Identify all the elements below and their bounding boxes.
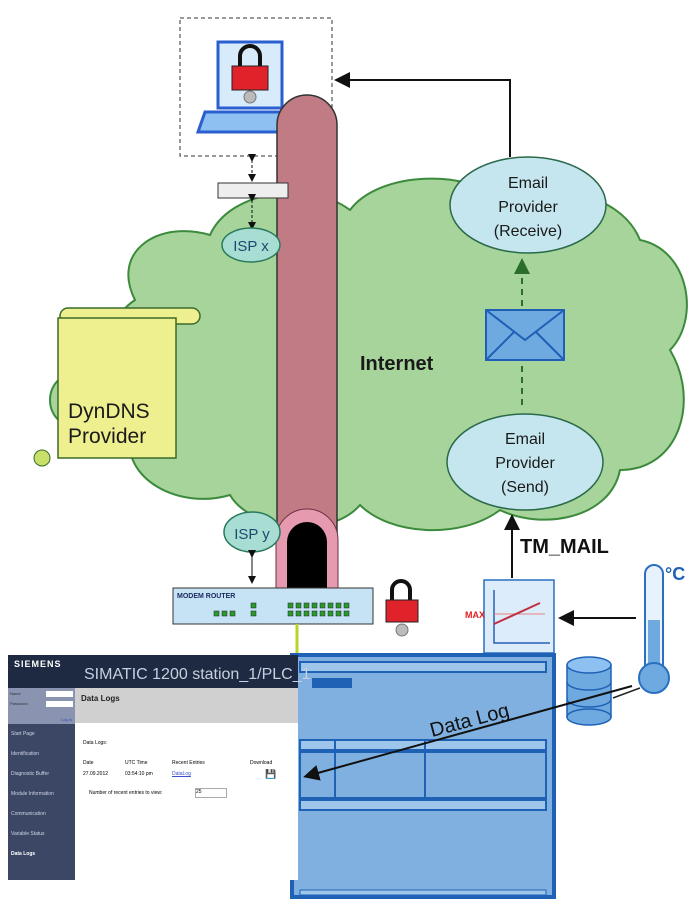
nav-item-variable-status[interactable]: Variable Status bbox=[11, 831, 45, 837]
password-input[interactable] bbox=[46, 701, 73, 707]
plc-device bbox=[290, 653, 556, 899]
email-send-line3: (Send) bbox=[501, 479, 549, 496]
password-label: Password bbox=[10, 701, 28, 706]
tm-mail-label: TM_MAIL bbox=[520, 536, 609, 558]
webui-nav: Start Page Identification Diagnostic Buf… bbox=[8, 724, 75, 864]
col-header-date: Date bbox=[83, 760, 94, 766]
download-icon[interactable]: 💾 bbox=[265, 769, 277, 779]
isp-y-label: ISP y bbox=[234, 526, 270, 543]
nav-item-start-page[interactable]: Start Page bbox=[11, 731, 35, 737]
vpn-tunnel bbox=[276, 94, 338, 591]
recent-entries-input[interactable]: 25 bbox=[195, 788, 227, 798]
email-send-line1: Email bbox=[505, 431, 545, 448]
recent-entries-label: Number of recent entries to view: bbox=[89, 790, 163, 796]
webui-main: Data Logs Data Logs: Date UTC Time Recen… bbox=[75, 688, 298, 880]
internet-label: Internet bbox=[360, 353, 434, 375]
nav-item-data-logs[interactable]: Data Logs bbox=[11, 851, 36, 857]
threshold-chart-icon bbox=[483, 579, 555, 654]
col-header-time: UTC Time bbox=[125, 760, 148, 766]
email-receive-line2: Provider bbox=[498, 199, 558, 216]
cell-time: 03:54:10 pm bbox=[125, 771, 153, 777]
dyndns-label-line1: DynDNS bbox=[68, 400, 150, 423]
email-receive-line3: (Receive) bbox=[494, 223, 562, 240]
envelope-icon bbox=[485, 309, 565, 361]
email-send-line2: Provider bbox=[495, 455, 555, 472]
data-log-arrow bbox=[303, 685, 633, 781]
webui-sidebar: Name Password Log in Start Page Identifi… bbox=[8, 688, 75, 880]
dyndns-provider-scroll bbox=[33, 307, 201, 467]
thermometer-icon bbox=[638, 564, 670, 694]
lock-icon bbox=[231, 44, 269, 104]
router-label: MODEM ROUTER bbox=[177, 593, 235, 600]
cell-date: 27.09.2012 bbox=[83, 771, 109, 777]
name-input[interactable] bbox=[46, 691, 73, 697]
name-label: Name bbox=[10, 691, 21, 696]
siemens-logo: SIEMENS bbox=[14, 659, 62, 669]
station-title: SIMATIC 1200 station_1/PLC_1 bbox=[84, 666, 311, 683]
col-header-entries: Recent Entries bbox=[172, 760, 205, 766]
col-header-download: Download bbox=[250, 760, 273, 766]
isp-x-label: ISP x bbox=[233, 238, 269, 255]
login-panel: Name Password Log in bbox=[8, 688, 75, 724]
router-port-leds bbox=[213, 602, 350, 617]
email-provider-send bbox=[446, 413, 604, 511]
isp-x-node bbox=[221, 227, 281, 263]
email-to-laptop-arrow bbox=[334, 72, 511, 157]
email-provider-receive bbox=[449, 156, 607, 254]
nav-item-module-information[interactable]: Module Information bbox=[11, 791, 54, 797]
tunnel-entrance bbox=[275, 508, 339, 593]
max-label: MAX bbox=[465, 610, 485, 620]
login-link[interactable]: Log in bbox=[61, 717, 72, 722]
cell-entries-link[interactable]: DataLog bbox=[172, 771, 191, 777]
page-heading: Data Logs bbox=[75, 688, 298, 723]
lock-icon-router bbox=[385, 579, 419, 637]
temperature-unit: °C bbox=[665, 564, 685, 584]
dyndns-label-line2: Provider bbox=[68, 425, 146, 448]
section-label: Data Logs: bbox=[83, 740, 108, 746]
nav-item-diagnostic-buffer[interactable]: Diagnostic Buffer bbox=[11, 771, 49, 777]
network-switch-icon bbox=[217, 182, 289, 199]
nav-item-identification[interactable]: Identification bbox=[11, 751, 40, 757]
email-receive-line1: Email bbox=[508, 175, 548, 192]
database-icon bbox=[566, 656, 612, 726]
nav-item-communication[interactable]: Communication bbox=[11, 811, 46, 817]
webui-header: SIEMENS SIMATIC 1200 station_1/PLC_1 bbox=[8, 655, 311, 688]
plc-web-server-panel: SIEMENS SIMATIC 1200 station_1/PLC_1 Nam… bbox=[8, 655, 311, 880]
